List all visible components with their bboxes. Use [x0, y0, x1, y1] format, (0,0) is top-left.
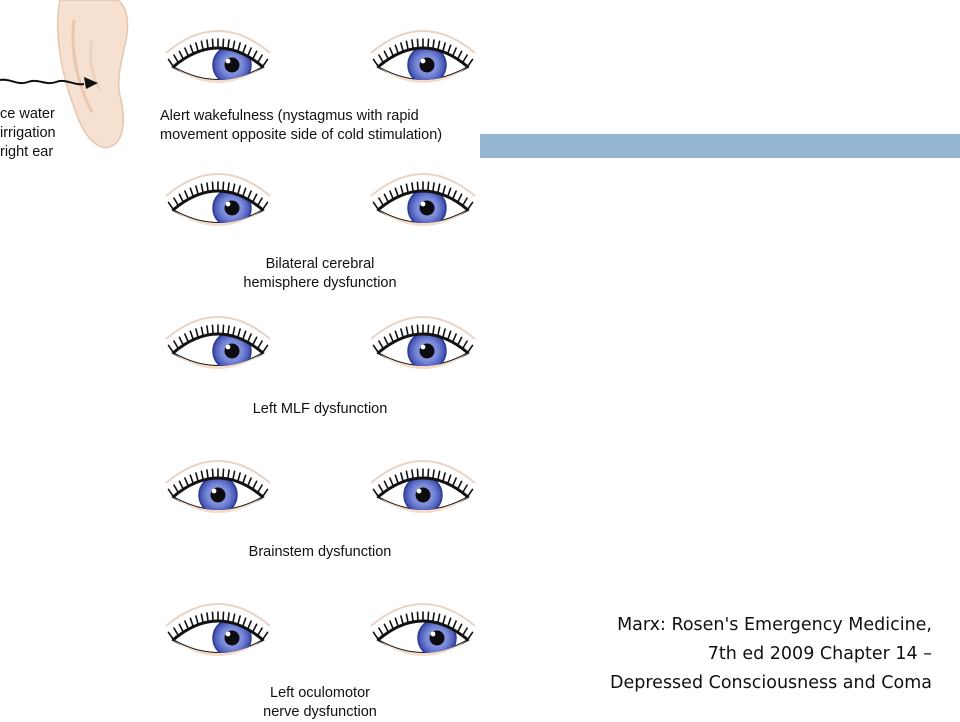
ear-label-line1: ce water — [0, 105, 56, 124]
finding-caption-line: Left MLF dysfunction — [200, 400, 440, 419]
left-eye — [166, 317, 270, 370]
finding-caption-5: Left oculomotor nerve dysfunction — [200, 684, 440, 722]
ear-label: ce water irrigation right ear — [0, 105, 56, 162]
right-eye — [371, 461, 475, 514]
finding-caption-line: Alert wakefulness (nystagmus with rapid — [160, 107, 490, 126]
left-eye — [166, 604, 270, 657]
ear-label-line2: irrigation — [0, 124, 56, 143]
left-eye — [166, 461, 270, 514]
citation-line2: 7th ed 2009 Chapter 14 – — [560, 640, 932, 669]
right-eye — [371, 31, 475, 84]
finding-caption-3: Left MLF dysfunction — [200, 400, 440, 419]
accent-bar — [480, 134, 960, 158]
citation-line1: Marx: Rosen's Emergency Medicine, — [560, 611, 932, 640]
ear-label-line3: right ear — [0, 143, 56, 162]
finding-caption-line: Left oculomotor — [200, 684, 440, 703]
finding-caption-line: movement opposite side of cold stimulati… — [160, 126, 490, 145]
right-eye — [371, 174, 475, 227]
left-eye — [166, 174, 270, 227]
citation-line3: Depressed Consciousness and Coma — [560, 669, 932, 698]
left-eye — [166, 31, 270, 84]
citation: Marx: Rosen's Emergency Medicine, 7th ed… — [560, 611, 932, 698]
right-eye — [371, 317, 475, 370]
right-eye — [371, 604, 475, 657]
finding-caption-line: Bilateral cerebral — [200, 255, 440, 274]
finding-caption-line: hemisphere dysfunction — [200, 274, 440, 293]
finding-caption-line: nerve dysfunction — [200, 703, 440, 722]
finding-caption-1: Alert wakefulness (nystagmus with rapid … — [160, 107, 490, 145]
finding-caption-2: Bilateral cerebral hemisphere dysfunctio… — [200, 255, 440, 293]
finding-caption-line: Brainstem dysfunction — [200, 543, 440, 562]
ear-illustration — [58, 0, 128, 148]
finding-caption-4: Brainstem dysfunction — [200, 543, 440, 562]
